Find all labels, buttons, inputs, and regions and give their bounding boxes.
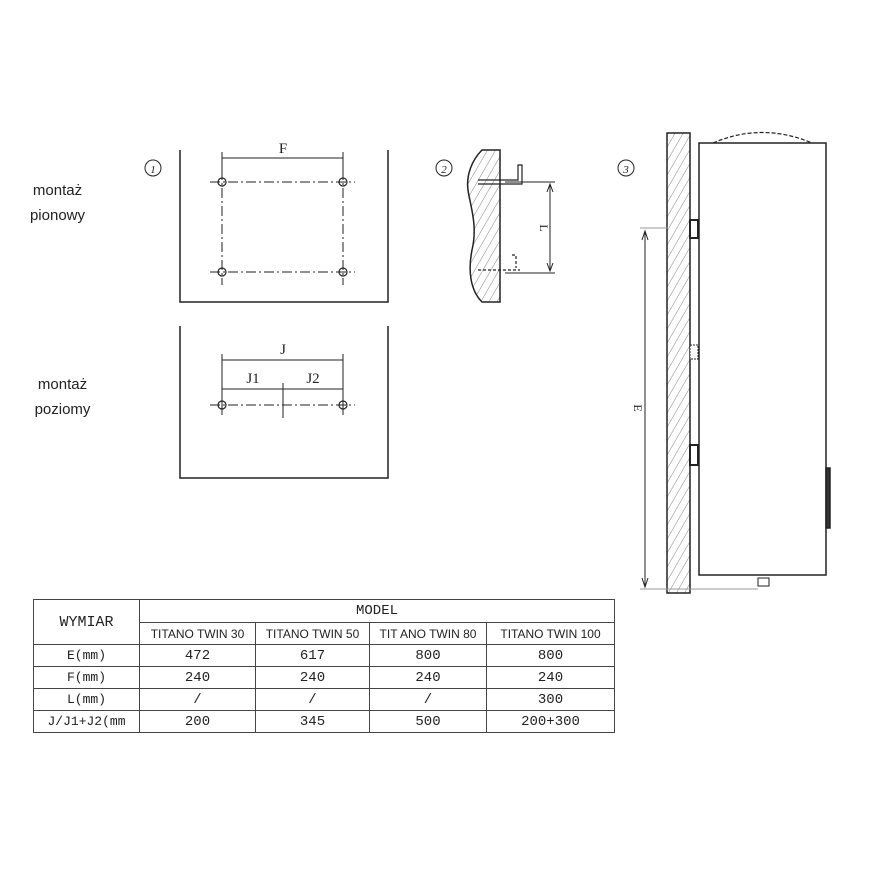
horizontal-holes <box>217 400 348 410</box>
svg-text:F: F <box>279 141 287 157</box>
row-label: J/J1+J2(mm <box>33 710 140 733</box>
water-heater <box>689 131 831 587</box>
svg-text:J: J <box>280 342 286 358</box>
label-line: pionowy <box>29 207 86 224</box>
row-label: F(mm) <box>33 666 140 689</box>
cell: 472 <box>139 644 256 667</box>
table-row: F(mm) 240 240 240 240 <box>33 666 615 689</box>
table-row: L(mm) / / / 300 <box>33 688 615 711</box>
svg-text:E: E <box>631 404 645 411</box>
cell: 800 <box>486 644 615 667</box>
label-line: montaż <box>37 376 88 393</box>
dimensions-table: WYMIAR MODEL TITANO TWIN 30 TITANO TWIN … <box>33 599 615 733</box>
header-dimension: WYMIAR <box>33 599 140 645</box>
svg-text:L: L <box>537 224 551 231</box>
dimension-E: E <box>631 227 758 590</box>
vertical-mount-wall-outline <box>179 150 389 303</box>
dimension-J: J J1 J2 <box>221 342 344 418</box>
vertical-holes <box>217 177 348 277</box>
svg-text:J1: J1 <box>246 371 259 387</box>
dimension-F: F <box>221 141 344 170</box>
cell: 240 <box>369 666 487 689</box>
label-line: poziomy <box>34 401 91 418</box>
svg-text:2: 2 <box>441 164 447 176</box>
table-row: E(mm) 472 617 800 800 <box>33 644 615 667</box>
mounting-diagram: 1 F J J1 J2 2 L <box>144 131 831 594</box>
cell: / <box>139 688 256 711</box>
table-row: J/J1+J2(mm 200 345 500 200+300 <box>33 710 615 733</box>
model-name: TITANO TWIN 30 <box>139 622 256 645</box>
label-vertical-mounting: montaż pionowy <box>15 178 100 228</box>
cell: 240 <box>255 666 370 689</box>
wall-section <box>466 149 501 303</box>
dimension-L: L <box>505 181 555 274</box>
svg-text:1: 1 <box>150 164 156 176</box>
cell: 300 <box>486 688 615 711</box>
cell: 240 <box>139 666 256 689</box>
cell: / <box>255 688 370 711</box>
header-model: MODEL <box>139 599 615 623</box>
step-3-marker: 3 <box>617 159 635 177</box>
table-header-row: WYMIAR MODEL <box>33 599 615 645</box>
cell: 240 <box>486 666 615 689</box>
model-name: TITANO TWIN 50 <box>255 622 370 645</box>
row-label: E(mm) <box>33 644 140 667</box>
svg-text:3: 3 <box>622 164 629 176</box>
table-models-row: TITANO TWIN 30 TITANO TWIN 50 TIT ANO TW… <box>34 622 615 645</box>
cell: 800 <box>369 644 487 667</box>
label-line: montaż <box>32 182 83 199</box>
cell: 345 <box>255 710 370 733</box>
svg-text:J2: J2 <box>306 371 319 387</box>
model-name: TITANO TWIN 100 <box>486 622 615 645</box>
cell: / <box>369 688 487 711</box>
cell: 617 <box>255 644 370 667</box>
cell: 200 <box>139 710 256 733</box>
cell: 200+300 <box>486 710 615 733</box>
vertical-hole-layout <box>210 170 355 285</box>
row-label: L(mm) <box>33 688 140 711</box>
cell: 500 <box>369 710 487 733</box>
horizontal-mount-wall-outline <box>179 326 389 479</box>
wall-hook <box>478 164 523 271</box>
step-2-marker: 2 <box>435 159 453 177</box>
label-horizontal-mounting: montaż poziomy <box>20 372 105 422</box>
wall-section-large <box>666 132 691 594</box>
model-name: TIT ANO TWIN 80 <box>369 622 487 645</box>
step-1-marker: 1 <box>144 159 162 177</box>
